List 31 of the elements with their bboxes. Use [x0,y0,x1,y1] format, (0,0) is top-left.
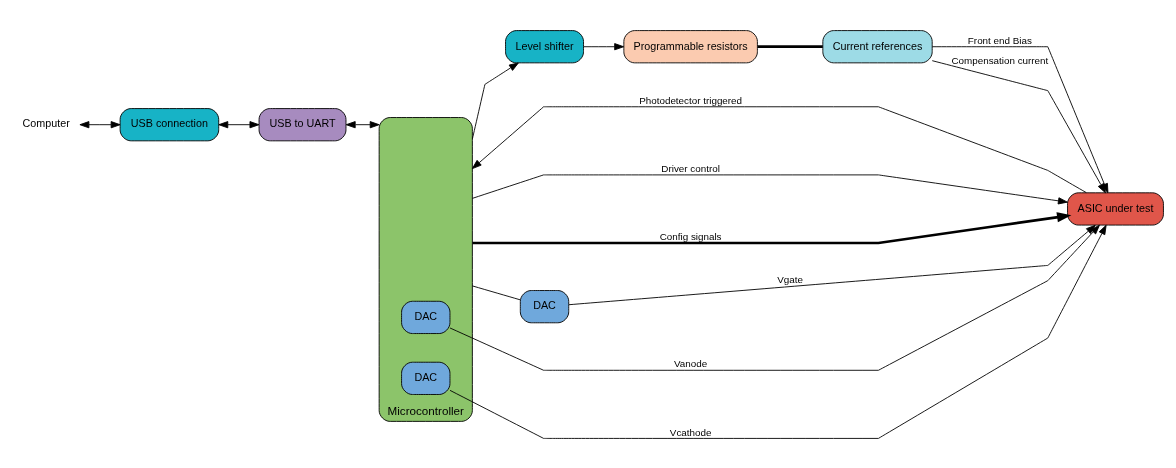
node-box: DAC [401,300,451,334]
arrow [345,120,380,128]
node-box: Level shifter [505,29,584,63]
edge-label: Compensation current [951,54,1049,66]
arrow [449,224,1100,371]
arrow [583,42,625,50]
arrow [471,61,519,139]
connector [757,44,823,48]
edge-label: Photodetector triggered [639,94,743,106]
arrow [79,120,121,128]
arrow [471,105,1087,193]
node-box: USB to UART [258,107,347,141]
node-text: Computer [22,116,70,129]
edge-label: Config signals [659,230,722,242]
arrow [471,173,1068,204]
node-box: USB connection [119,107,220,141]
edge-label: Vgate [777,273,803,285]
node-box: ASIC under test [1067,191,1164,226]
arrow [472,211,1072,244]
node-box: DAC [519,289,570,323]
edge-label: Vcathode [669,426,712,438]
arrow [218,120,260,128]
edge-label: Vanode [674,357,708,369]
edge-label: Driver control [661,162,720,174]
arrow [449,224,1107,439]
node-box: Current references [822,29,933,63]
node-box: DAC [401,361,451,395]
node-box: Programmable resistors [623,29,758,63]
edge-label: Front end Bias [967,34,1032,46]
connector [471,284,521,300]
arrow [568,224,1096,305]
